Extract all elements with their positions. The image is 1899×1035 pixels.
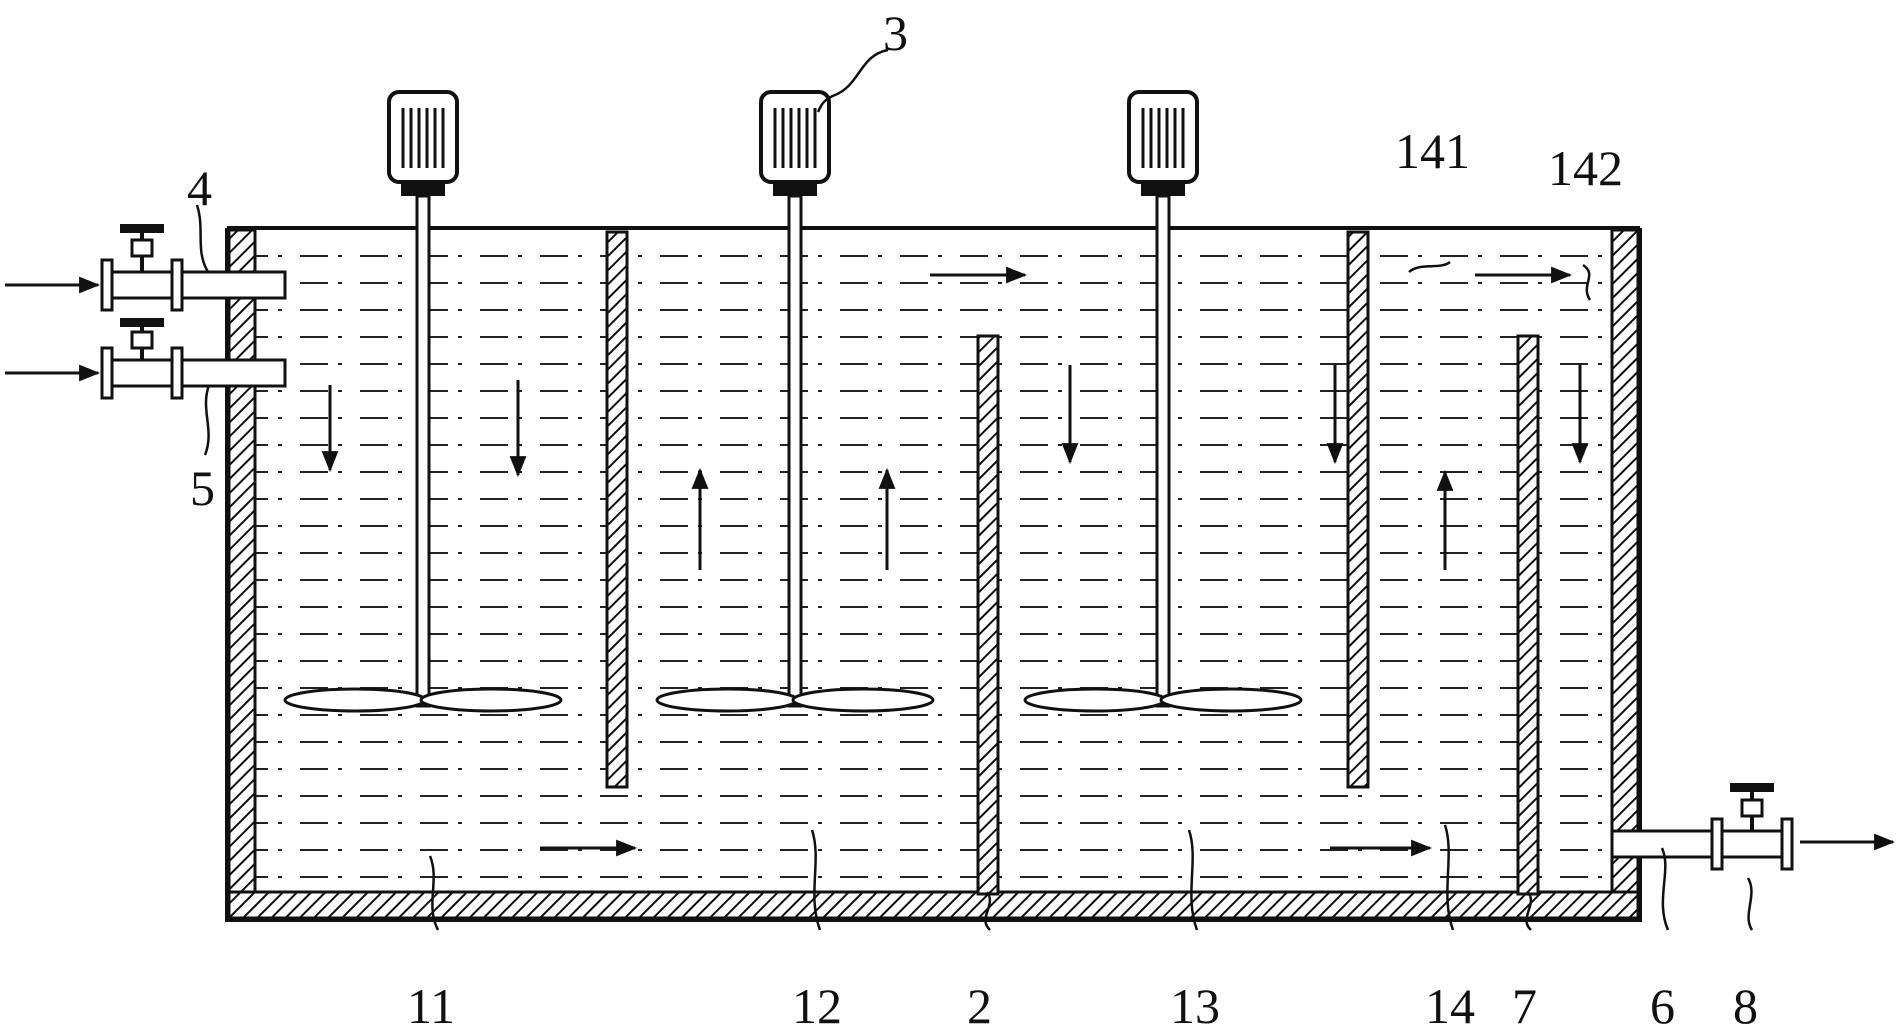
valve-icon — [120, 318, 164, 360]
stirrer-2 — [655, 90, 935, 713]
labels: 4 5 3 141 142 11 12 2 13 14 7 6 8 — [187, 5, 1758, 1034]
tank — [225, 226, 1642, 922]
motor-icon — [759, 90, 831, 196]
label-4: 4 — [187, 160, 212, 216]
flow-arrows — [321, 266, 1589, 857]
inlet-pipe-4 — [5, 224, 287, 312]
stirrer-shaft — [415, 194, 431, 708]
tank-liquid — [255, 240, 1612, 892]
stirrer-3 — [1023, 90, 1303, 713]
label-142: 142 — [1548, 140, 1623, 196]
label-5: 5 — [190, 460, 215, 516]
label-2: 2 — [967, 978, 992, 1034]
motor-icon — [387, 90, 459, 196]
tank-right-wall — [1610, 228, 1640, 894]
label-141: 141 — [1395, 123, 1470, 179]
impeller-icon — [1023, 687, 1303, 713]
label-12: 12 — [792, 978, 842, 1034]
label-8: 8 — [1733, 978, 1758, 1034]
motor-icon — [1127, 90, 1199, 196]
partition-2 — [976, 334, 1000, 896]
impeller-icon — [283, 687, 563, 713]
leader-lines — [195, 48, 1754, 931]
tank-outer-wall — [225, 228, 1642, 922]
partition-baffle-1 — [605, 230, 629, 789]
stirrer-shaft — [787, 194, 803, 708]
outlet-pipe-6 — [1610, 783, 1896, 871]
stirrer-shaft — [1155, 194, 1171, 708]
partition-baffle-3 — [1346, 230, 1370, 789]
stirrer-1 — [283, 90, 563, 713]
label-6: 6 — [1650, 978, 1675, 1034]
stirrers — [283, 90, 1303, 713]
label-3: 3 — [883, 5, 908, 61]
label-14: 14 — [1425, 978, 1475, 1034]
label-11: 11 — [407, 978, 455, 1034]
partition-7 — [1516, 334, 1540, 896]
inlet-pipe-5 — [5, 318, 287, 400]
impeller-icon — [655, 687, 935, 713]
valve-icon — [120, 224, 164, 272]
label-7: 7 — [1512, 978, 1537, 1034]
tank-bottom-wall — [227, 890, 1640, 920]
tank-left-wall — [227, 228, 257, 894]
label-13: 13 — [1170, 978, 1220, 1034]
valve-icon — [1730, 783, 1774, 831]
